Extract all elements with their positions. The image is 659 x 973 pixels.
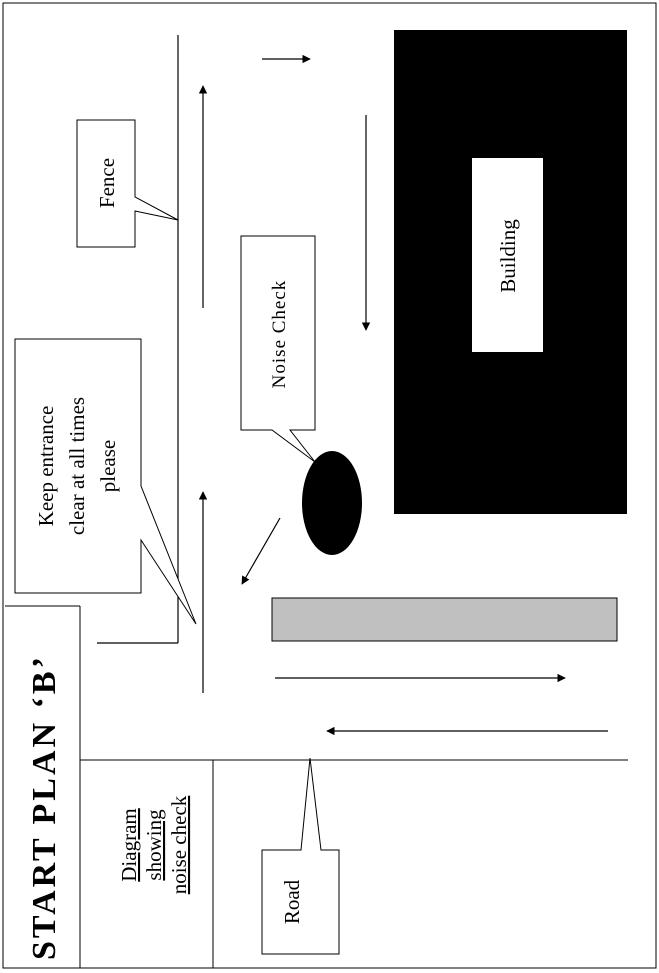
road-label: Road [280, 879, 304, 924]
subtitle-line: showing [142, 809, 166, 881]
title-block [5, 605, 628, 968]
diagonal-arrow [241, 517, 281, 585]
entrance-note-line: please [96, 440, 120, 492]
noise-check-callout: Noise Check [240, 235, 316, 463]
noise-check-label: Noise Check [269, 280, 290, 389]
fence-label: Fence [95, 158, 119, 208]
entrance-note-callout: Keep entrance clear at all times please [14, 338, 197, 625]
plan-title: START PLAN ‘B’ [26, 654, 63, 960]
barrier-strip [271, 597, 618, 642]
subtitle-line: Diagram [117, 808, 141, 881]
road-callout: Road [261, 757, 340, 955]
entrance-note-line: Keep entrance [34, 406, 58, 527]
noise-check-point [302, 451, 362, 555]
building-label-box [472, 158, 543, 352]
entrance-note-line: clear at all times [65, 397, 89, 535]
subtitle-line: noise check [167, 795, 191, 894]
diagram-subtitle: Diagram showing noise check [117, 795, 191, 894]
fence-callout: Fence [76, 119, 179, 248]
building-label: Building [496, 219, 520, 293]
